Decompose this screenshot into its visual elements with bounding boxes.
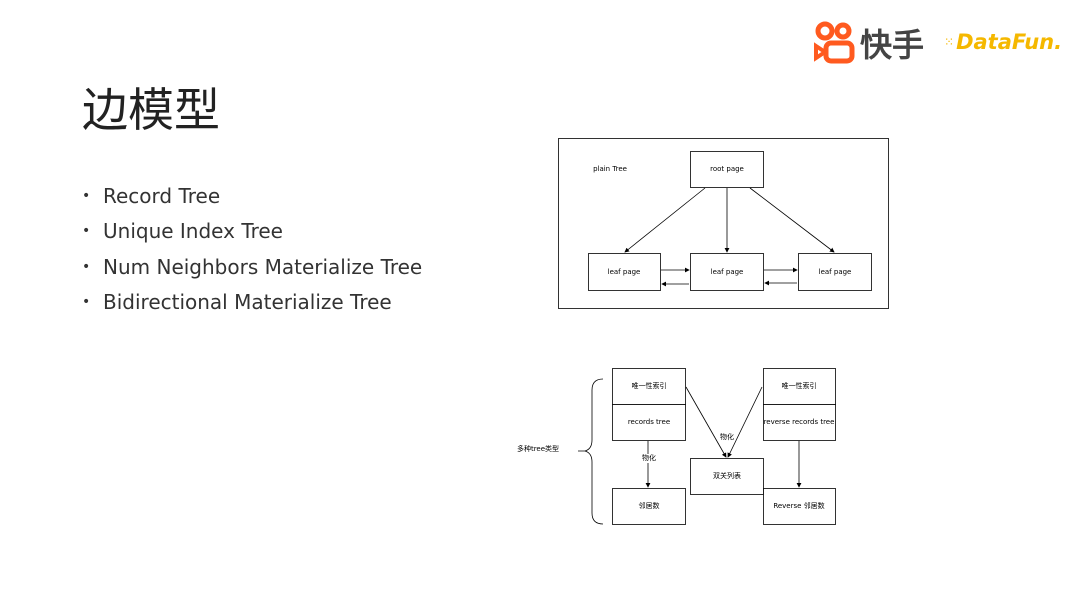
bullet-text: Record Tree (103, 183, 221, 208)
kuaishou-text: 快手 (860, 26, 925, 64)
group-label: 多种tree类型 (517, 444, 559, 453)
slide-title: 边模型 (82, 83, 220, 137)
left-edge-label: 物化 (642, 453, 656, 462)
right-index-label: 唯一性索引 (782, 381, 817, 390)
leaf-page-label: leaf page (819, 268, 852, 276)
kuaishou-camera-icon (814, 21, 855, 64)
datafun-text: DataFun. (956, 30, 1063, 54)
left-tree-label: records tree (628, 418, 670, 426)
bullet-text: Num Neighbors Materialize Tree (103, 254, 423, 279)
plain-tree-label: plain Tree (593, 165, 627, 173)
datafun-dots-icon: ⁙ (944, 35, 955, 49)
root-page-label: root page (710, 165, 744, 173)
bullet-item: •Num Neighbors Materialize Tree (82, 254, 423, 279)
plain-tree-diagram (558, 138, 889, 309)
bullet-item: •Record Tree (82, 183, 221, 208)
root-page-box (690, 151, 764, 188)
leaf-page-label: leaf page (711, 268, 744, 276)
bullet-item: •Bidirectional Materialize Tree (82, 290, 392, 315)
leaf-page-box (588, 253, 661, 291)
kuaishou-logo: 快手 (814, 20, 924, 66)
center-edge-label: 物化 (720, 432, 734, 441)
center-result-label: 双关列表 (713, 471, 741, 480)
right-result-label: Reverse 邻居数 (773, 501, 824, 510)
datafun-logo: ⁙ DataFun. (944, 30, 1062, 54)
right-tree-label: reverse records tree (764, 418, 835, 426)
left-index-label: 唯一性索引 (632, 381, 667, 390)
bullet-item: •Unique Index Tree (82, 219, 283, 244)
bullet-list: •Record Tree •Unique Index Tree •Num Nei… (82, 178, 422, 320)
leaf-page-box (798, 253, 872, 291)
leaf-page-box (690, 253, 764, 291)
leaf-page-label: leaf page (608, 268, 641, 276)
left-result-label: 邻居数 (639, 501, 660, 510)
materialize-diagram (578, 368, 836, 525)
bullet-text: Bidirectional Materialize Tree (103, 290, 392, 315)
bullet-text: Unique Index Tree (103, 219, 283, 244)
